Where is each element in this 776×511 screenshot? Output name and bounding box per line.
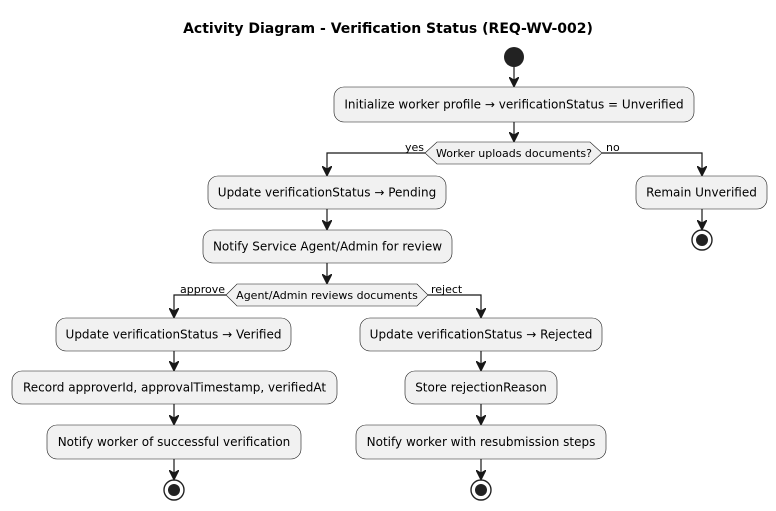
action-init: Initialize worker profile → verification… xyxy=(333,86,695,123)
action-rejected: Update verificationStatus → Rejected xyxy=(359,317,603,352)
action-pending: Update verificationStatus → Pending xyxy=(207,175,447,210)
edge-review-reject xyxy=(428,294,481,317)
action-notify-success-label: Notify worker of successful verification xyxy=(58,435,291,449)
edge-review-approve xyxy=(174,294,226,317)
guard-approve: approve xyxy=(180,283,225,296)
action-remain-label: Remain Unverified xyxy=(646,186,757,200)
action-verified: Update verificationStatus → Verified xyxy=(55,317,292,352)
diagram-title: Activity Diagram - Verification Status (… xyxy=(183,21,593,37)
end-node-approved xyxy=(163,479,185,501)
action-verified-label: Update verificationStatus → Verified xyxy=(66,328,282,342)
guard-reject: reject xyxy=(431,283,463,296)
action-notify-resubmit-label: Notify worker with resubmission steps xyxy=(367,435,596,449)
end-node-remain xyxy=(691,229,713,251)
decision-upload: Worker uploads documents? xyxy=(424,141,603,165)
edge-upload-no xyxy=(602,152,702,175)
edge-upload-yes xyxy=(327,152,425,175)
action-notify-success: Notify worker of successful verification xyxy=(46,424,302,460)
decision-review: Agent/Admin reviews documents xyxy=(225,283,429,307)
action-notify-review: Notify Service Agent/Admin for review xyxy=(202,229,453,264)
action-record-label: Record approverId, approvalTimestamp, ve… xyxy=(23,381,326,395)
action-store-reason: Store rejectionReason xyxy=(404,370,558,405)
decision-review-label: Agent/Admin reviews documents xyxy=(236,289,418,302)
start-node xyxy=(504,47,524,67)
action-init-label: Initialize worker profile → verification… xyxy=(344,98,683,112)
action-remain: Remain Unverified xyxy=(635,175,768,210)
action-notify-review-label: Notify Service Agent/Admin for review xyxy=(213,240,442,254)
guard-yes: yes xyxy=(405,141,424,154)
action-pending-label: Update verificationStatus → Pending xyxy=(218,186,436,200)
action-store-reason-label: Store rejectionReason xyxy=(415,381,547,395)
edges xyxy=(174,67,702,479)
guard-no: no xyxy=(606,141,620,154)
decision-upload-label: Worker uploads documents? xyxy=(436,147,592,160)
action-notify-resubmit: Notify worker with resubmission steps xyxy=(355,424,607,460)
action-record: Record approverId, approvalTimestamp, ve… xyxy=(11,370,338,405)
end-node-rejected xyxy=(470,479,492,501)
action-rejected-label: Update verificationStatus → Rejected xyxy=(370,328,593,342)
